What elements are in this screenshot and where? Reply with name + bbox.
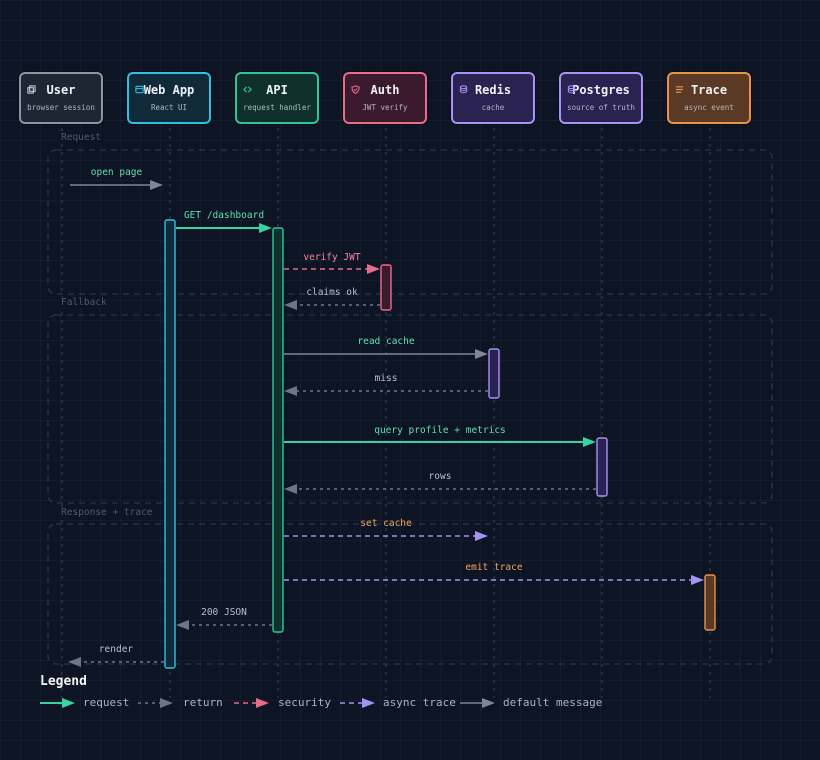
message-0 bbox=[70, 180, 163, 190]
legend-item-label: async trace bbox=[383, 696, 456, 709]
message-8 bbox=[284, 531, 488, 541]
participant-subtitle: request handler bbox=[243, 103, 311, 112]
legend-swatch-security bbox=[234, 698, 269, 708]
browser-icon bbox=[135, 79, 144, 94]
frame-label: Request bbox=[58, 132, 105, 143]
message-label: 200 JSON bbox=[201, 607, 247, 618]
message-arrowhead bbox=[475, 531, 488, 541]
frame-label: Fallback bbox=[58, 297, 110, 308]
participant-title: Web App bbox=[143, 83, 195, 97]
message-label: verify JWT bbox=[303, 252, 361, 263]
message-label: rows bbox=[428, 471, 452, 482]
message-label: set cache bbox=[360, 518, 412, 529]
message-label: read cache bbox=[357, 336, 415, 347]
message-arrowhead bbox=[150, 180, 163, 190]
participant-subtitle: JWT verify bbox=[362, 103, 408, 112]
message-arrowhead bbox=[367, 264, 380, 274]
legend-arrowhead bbox=[362, 698, 375, 708]
frame-0 bbox=[47, 149, 773, 295]
database-icon bbox=[567, 79, 576, 94]
legend-arrowhead bbox=[482, 698, 495, 708]
message-4 bbox=[284, 349, 488, 359]
legend-arrowhead bbox=[256, 698, 269, 708]
message-arrowhead bbox=[284, 484, 297, 494]
participant-trace: Trace async event bbox=[667, 72, 751, 124]
message-11 bbox=[68, 657, 164, 667]
legend-swatch-request bbox=[40, 698, 75, 708]
window-icon bbox=[27, 79, 36, 94]
message-label: miss bbox=[374, 373, 398, 384]
message-9 bbox=[284, 575, 704, 585]
message-label: GET /dashboard bbox=[183, 210, 265, 221]
frame-1 bbox=[47, 314, 773, 504]
message-1 bbox=[176, 223, 272, 233]
legend-arrowhead bbox=[160, 698, 173, 708]
activation-auth bbox=[380, 264, 392, 311]
activation-postgres bbox=[596, 437, 608, 497]
message-10 bbox=[176, 620, 272, 630]
participant-subtitle: async event bbox=[684, 103, 734, 112]
participant-title: Trace bbox=[690, 83, 728, 97]
participant-subtitle: browser session bbox=[27, 103, 95, 112]
legend-item-label: default message bbox=[503, 696, 603, 709]
shield-icon bbox=[351, 79, 360, 94]
legend-item-label: return bbox=[183, 696, 223, 709]
activation-webapp bbox=[164, 219, 176, 669]
activation-trace bbox=[704, 574, 716, 631]
message-arrowhead bbox=[259, 223, 272, 233]
message-label: emit trace bbox=[465, 562, 523, 573]
message-arrowhead bbox=[691, 575, 704, 585]
message-7 bbox=[284, 484, 596, 494]
message-arrowhead bbox=[176, 620, 189, 630]
participant-title: User bbox=[46, 83, 76, 97]
database-icon bbox=[459, 79, 468, 94]
code-icon bbox=[243, 79, 252, 93]
participant-subtitle: React UI bbox=[150, 103, 188, 112]
frame-2 bbox=[47, 523, 773, 665]
message-arrowhead bbox=[68, 657, 81, 667]
message-6 bbox=[284, 437, 596, 447]
legend-item-label: security bbox=[278, 696, 331, 709]
message-arrowhead bbox=[284, 300, 297, 310]
legend-item-label: request bbox=[83, 696, 130, 709]
legend-arrowhead bbox=[62, 698, 75, 708]
participant-title: Postgres bbox=[572, 83, 630, 97]
legend-swatch-async bbox=[340, 698, 375, 708]
frame-label: Response + trace bbox=[58, 507, 156, 518]
participant-postgres: Postgres source of truth bbox=[559, 72, 643, 124]
legend-swatch-default bbox=[460, 698, 495, 708]
message-arrowhead bbox=[475, 349, 488, 359]
message-arrowhead bbox=[583, 437, 596, 447]
message-2 bbox=[284, 264, 380, 274]
activation-redis bbox=[488, 348, 500, 399]
participant-api: API request handler bbox=[235, 72, 319, 124]
participant-title: Auth bbox=[370, 83, 400, 97]
legend-swatch-return bbox=[138, 698, 173, 708]
participant-title: API bbox=[266, 83, 288, 97]
message-3 bbox=[284, 300, 380, 310]
activation-api bbox=[272, 227, 284, 633]
message-label: query profile + metrics bbox=[374, 425, 506, 436]
message-5 bbox=[284, 386, 488, 396]
message-arrowhead bbox=[284, 386, 297, 396]
message-label: render bbox=[98, 644, 134, 655]
message-label: open page bbox=[90, 167, 143, 178]
participant-subtitle: source of truth bbox=[567, 103, 635, 112]
legend-title: Legend bbox=[40, 674, 87, 689]
participant-user: User browser session bbox=[19, 72, 103, 124]
lines-icon bbox=[675, 79, 684, 93]
message-label: claims ok bbox=[306, 287, 358, 298]
participant-redis: Redis cache bbox=[451, 72, 535, 124]
participant-title: Redis bbox=[474, 83, 512, 97]
participant-subtitle: cache bbox=[481, 103, 505, 112]
